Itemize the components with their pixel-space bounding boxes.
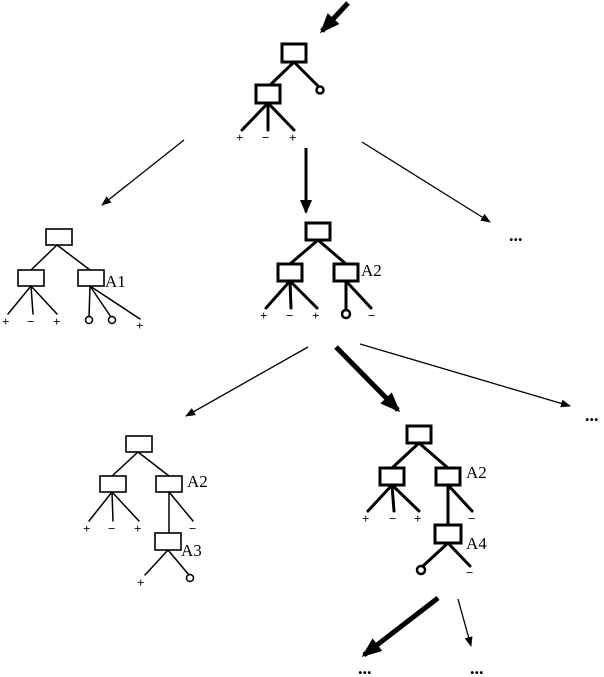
leaf-sign: + — [362, 511, 369, 526]
leaf-sign: + — [136, 318, 143, 333]
branch-arrow-left — [361, 596, 440, 657]
branch-arrow-right — [457, 598, 473, 647]
leaf-sign: − — [468, 511, 475, 526]
leaf-sign: − — [368, 308, 375, 323]
leaf-sign: + — [53, 314, 60, 329]
tree-node — [45, 228, 73, 246]
tree-node — [154, 532, 182, 551]
branch-arrow-left — [101, 139, 185, 206]
leaf-sign: − — [27, 314, 34, 329]
leaf-circle — [84, 315, 94, 325]
leaf-sign: + — [289, 130, 296, 145]
tree-node — [280, 42, 308, 64]
tree-node — [125, 435, 153, 453]
leaf-sign: + — [236, 130, 243, 145]
leaf-sign: − — [262, 130, 269, 145]
ellipsis-more: ... — [509, 225, 523, 245]
leaf-sign: + — [134, 521, 141, 536]
tree-node — [276, 262, 304, 283]
tree-node — [254, 83, 282, 105]
leaf-sign: − — [389, 511, 396, 526]
leaf-sign: + — [83, 521, 90, 536]
leaf-circle — [415, 564, 427, 576]
leaf-sign: − — [189, 521, 196, 536]
tree-node — [99, 475, 127, 493]
tree-node — [433, 523, 463, 545]
tree-node — [332, 262, 360, 283]
tree-node — [155, 475, 183, 493]
leaf-sign: − — [108, 521, 115, 536]
tree-node — [77, 269, 105, 287]
leaf-circle — [107, 315, 117, 325]
tree-node — [304, 221, 332, 242]
branch-arrow-right — [361, 141, 491, 223]
ellipsis-more: ... — [358, 658, 372, 677]
node-label: A2 — [187, 472, 208, 491]
node-label: A4 — [466, 534, 487, 553]
branch-arrow-left — [185, 346, 309, 417]
tree-node — [405, 424, 433, 445]
entry-arrow — [319, 1, 350, 34]
tree-left-level-3: A2 A3 + − + − + — [83, 435, 208, 590]
tree-left-level-2: A1 + − + + — [2, 228, 143, 333]
node-label: A2 — [466, 463, 487, 482]
leaf-sign: + — [414, 511, 421, 526]
branch-arrow-right — [359, 343, 571, 408]
ellipsis-more: ... — [470, 658, 484, 677]
leaf-sign: + — [2, 314, 9, 329]
tree-node — [17, 269, 45, 287]
leaf-circle — [185, 573, 195, 583]
leaf-sign: + — [312, 308, 319, 323]
node-label: A3 — [181, 541, 202, 560]
leaf-circle — [340, 308, 352, 320]
tree-center-level-3: A2 A4 + − + − − — [362, 424, 487, 580]
node-label: A2 — [361, 261, 382, 280]
leaf-sign: + — [137, 575, 144, 590]
tree-node — [434, 466, 462, 487]
tree-center-level-2: A2 + − + − — [260, 221, 382, 323]
tree-root: + − + — [236, 42, 325, 145]
leaf-sign: − — [466, 565, 473, 580]
branch-arrow-center — [334, 345, 401, 413]
ellipsis-more: ... — [585, 405, 599, 425]
tree-node — [378, 466, 406, 487]
leaf-sign: + — [260, 308, 267, 323]
leaf-circle — [315, 85, 325, 95]
node-label: A1 — [105, 272, 126, 291]
leaf-sign: − — [286, 308, 293, 323]
